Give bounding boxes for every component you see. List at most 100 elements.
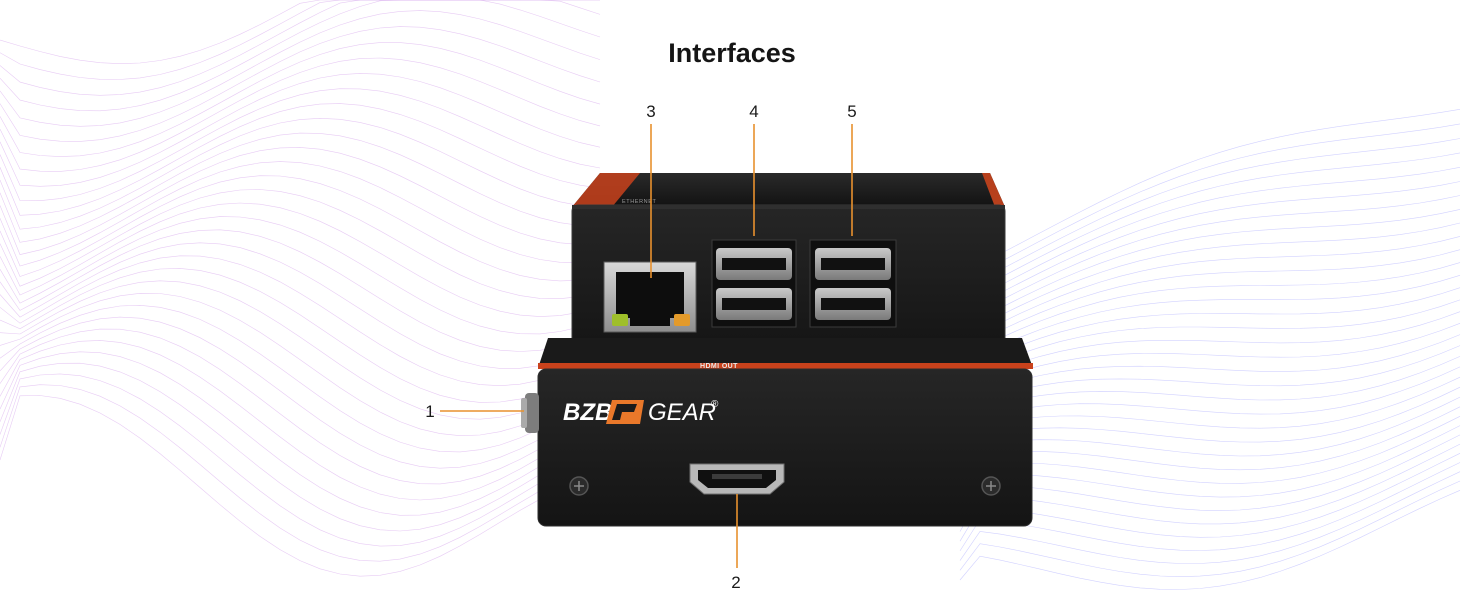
lower-unit: HDMI OUT BZB GEAR ® [521,338,1033,527]
wave-line [959,123,1461,273]
wave-line [0,242,601,369]
wave-line [959,490,1461,590]
wave-line [959,109,1461,265]
wave-line [959,262,1461,367]
wave-line [959,236,1461,348]
wave-line [959,376,1461,464]
wave-line [0,395,601,577]
wave-line [959,425,1461,513]
wave-line [959,181,1461,309]
wave-line [0,161,601,267]
wave-line [959,323,1461,416]
wave-line [0,0,601,96]
wave-line [959,249,1461,358]
wave-line [0,255,601,387]
wave-line [0,351,601,516]
ethernet-port[interactable] [603,261,697,333]
upper-unit: ETHERNET [571,173,1006,359]
wave-line [959,222,1461,338]
ethernet-silk-label: ETHERNET [622,199,656,205]
power-connector-tip [521,398,527,428]
usb-port-right-top-tongue [821,258,885,270]
wave-line [0,42,601,157]
wave-line [959,434,1461,522]
callout-number-4: 4 [749,102,759,121]
usb-ports-left[interactable] [711,239,797,328]
callout-number-5: 5 [847,102,857,121]
wave-line [959,396,1461,484]
wave-line [0,73,601,187]
wave-line [959,299,1461,396]
wave-line [0,229,601,352]
power-connector[interactable] [521,393,539,433]
callout-leader-lines [440,124,853,568]
ethernet-activity-led [674,314,690,326]
ethernet-port-socket [616,272,684,326]
wave-line [959,480,1461,578]
wave-line [0,103,601,216]
wave-line [959,195,1461,319]
wave-line [0,362,601,532]
upper-unit-edge [572,205,1005,209]
power-connector-barrel [525,393,539,433]
wave-line [959,471,1461,564]
wave-line [959,462,1461,552]
ethernet-link-led [612,314,628,326]
wave-line [0,10,601,127]
usb-ports-right[interactable] [809,239,897,328]
wave-line [0,304,601,453]
upper-unit-trim-right [982,173,1005,207]
wave-line [959,356,1461,445]
wave-line [959,443,1461,532]
wave-line [0,280,601,420]
wave-line [0,175,601,282]
hdmi-port-contacts [712,474,762,479]
wave-line [0,0,600,65]
screw-right-icon [981,476,1001,496]
wave-line [959,275,1461,377]
screw-left-icon [569,476,589,496]
wave-line [0,26,601,142]
wave-line [0,384,601,562]
wave-line [959,406,1461,493]
callout-number-2: 2 [731,573,741,592]
hdmi-output-port[interactable] [689,463,785,495]
wave-line [959,386,1461,474]
wave-line [0,57,601,172]
wave-line [0,216,601,335]
wave-line [0,292,601,437]
wave-line [0,268,601,403]
usb-port-left-bottom-tongue [722,298,786,310]
wave-line [959,138,1461,281]
lower-unit-front-panel [537,368,1033,527]
wave-line [0,88,601,202]
upper-unit-trim [572,173,640,207]
wave-line [0,373,601,547]
hdmi-out-silk-label: HDMI OUT [700,363,738,370]
brand-logo: BZB GEAR ® [563,399,719,426]
usb-port-left-top-tongue [722,258,786,270]
wave-line [959,167,1461,300]
wave-line [0,340,601,501]
wave-line [0,0,600,80]
upper-unit-top [572,173,1005,207]
wave-line [959,311,1461,406]
wave-line [0,117,601,230]
brand-mark-icon-inner [612,404,637,420]
brand-name-bold: BZB [563,399,612,426]
brand-registered-mark: ® [711,399,719,410]
wave-line [0,0,601,112]
lower-unit-top [538,338,1033,368]
callout-number-1: 1 [425,402,435,421]
wave-line [959,209,1461,329]
usb-port-right-bottom-tongue [821,298,885,310]
wave-line [0,328,601,485]
wave-line [959,416,1461,503]
wave-line [0,202,601,317]
wave-line [959,334,1461,425]
wave-line [959,453,1461,542]
page-title: Interfaces [668,38,796,68]
